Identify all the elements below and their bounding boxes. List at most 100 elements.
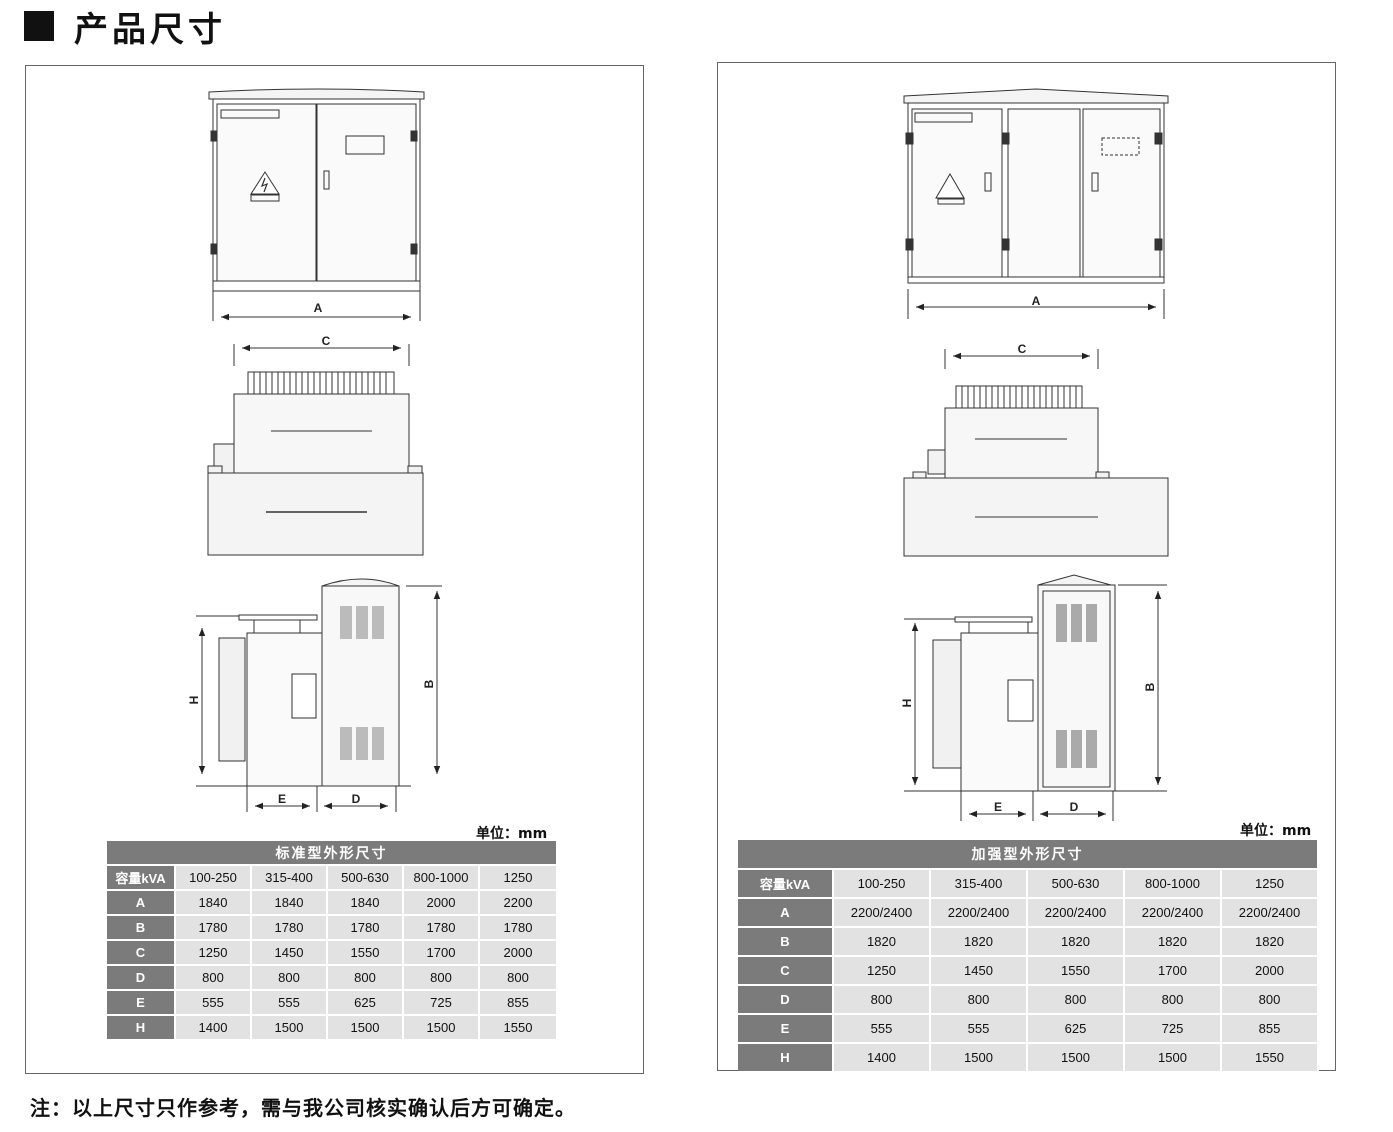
table-cell: 1780: [327, 915, 404, 941]
table-cell: 1820: [833, 927, 931, 957]
table-cell: 1500: [1124, 1043, 1222, 1073]
row-header: A: [107, 890, 176, 916]
table-cell: 1780: [403, 915, 480, 941]
column-header: 500-630: [1027, 869, 1125, 899]
column-header: 1250: [1221, 869, 1320, 899]
table-cell: 1840: [175, 890, 252, 916]
row-header: C: [107, 940, 176, 966]
table-cell: 555: [251, 990, 328, 1016]
dim-label-h: H: [187, 696, 201, 705]
row-header: A: [738, 898, 834, 928]
column-header: 315-400: [251, 865, 328, 891]
row-header: H: [738, 1043, 834, 1073]
column-header: 1250: [479, 865, 559, 891]
row-header: H: [107, 1015, 176, 1041]
table-cell: 800: [1027, 985, 1125, 1015]
table-cell: 1700: [1124, 956, 1222, 986]
table-cell: 1250: [833, 956, 931, 986]
standard-dimension-table: 标准型外形尺寸 容量kVA 100-250 315-400 500-630 80…: [107, 841, 559, 1041]
column-header: 800-1000: [403, 865, 480, 891]
title-square-icon: [24, 11, 54, 41]
table-cell: 1500: [930, 1043, 1028, 1073]
column-header: 容量kVA: [107, 865, 176, 891]
table-cell: 1780: [251, 915, 328, 941]
table-cell: 1820: [1027, 927, 1125, 957]
table-cell: 800: [175, 965, 252, 991]
row-header: D: [738, 985, 834, 1015]
reinforced-panel: A C: [717, 62, 1336, 1073]
table-row: A 1840 1840 1840 2000 2200: [107, 890, 559, 916]
table-row: D 800 800 800 800 800: [107, 965, 559, 991]
table-cell: 1500: [1027, 1043, 1125, 1073]
table-row: A 2200/2400 2200/2400 2200/2400 2200/240…: [738, 898, 1320, 928]
table-cell: 855: [1221, 1014, 1320, 1044]
table-row: B 1820 1820 1820 1820 1820: [738, 927, 1320, 957]
table-row: C 1250 1450 1550 1700 2000: [738, 956, 1320, 986]
table-cell: 800: [479, 965, 559, 991]
row-header: B: [738, 927, 834, 957]
table-cell: 1500: [327, 1015, 404, 1041]
table-cell: 1820: [1221, 927, 1320, 957]
table-cell: 1840: [327, 890, 404, 916]
table-row: H 1400 1500 1500 1500 1550: [107, 1015, 559, 1041]
table-cell: 2200/2400: [1221, 898, 1320, 928]
table-cell: 800: [1221, 985, 1320, 1015]
standard-table-title: 标准型外形尺寸: [107, 841, 559, 866]
table-cell: 725: [1124, 1014, 1222, 1044]
table-cell: 625: [327, 990, 404, 1016]
table-cell: 2000: [479, 940, 559, 966]
standard-drawing: A C: [187, 88, 442, 812]
dim-label-a: A: [1032, 294, 1041, 308]
section-title: 产品尺寸: [24, 6, 226, 50]
table-cell: 800: [327, 965, 404, 991]
dim-label-b: B: [422, 679, 436, 688]
page-title: 产品尺寸: [74, 9, 226, 50]
reinforced-dimension-table: 加强型外形尺寸 容量kVA 100-250 315-400 500-630 80…: [738, 840, 1320, 1073]
column-header: 500-630: [327, 865, 404, 891]
reinforced-table-title: 加强型外形尺寸: [738, 840, 1320, 870]
table-cell: 2200/2400: [930, 898, 1028, 928]
dim-label-c: C: [322, 334, 331, 348]
column-header: 800-1000: [1124, 869, 1222, 899]
dim-label-c: C: [1018, 342, 1027, 356]
table-row: B 1780 1780 1780 1780 1780: [107, 915, 559, 941]
table-cell: 625: [1027, 1014, 1125, 1044]
dim-label-d: D: [352, 792, 361, 806]
table-cell: 1400: [175, 1015, 252, 1041]
dim-label-b: B: [1143, 682, 1157, 691]
table-cell: 555: [175, 990, 252, 1016]
table-cell: 1820: [1124, 927, 1222, 957]
dim-label-d: D: [1070, 800, 1079, 814]
standard-panel: A C: [25, 65, 644, 1074]
table-row: H 1400 1500 1500 1500 1550: [738, 1043, 1320, 1073]
table-cell: 800: [930, 985, 1028, 1015]
column-header: 315-400: [930, 869, 1028, 899]
table-cell: 1550: [479, 1015, 559, 1041]
column-header: 容量kVA: [738, 869, 834, 899]
column-header: 100-250: [833, 869, 931, 899]
table-cell: 2200: [479, 890, 559, 916]
footnote: 注：以上尺寸只作参考，需与我公司核实确认后方可确定。: [30, 1096, 576, 1120]
dim-label-a: A: [314, 301, 323, 315]
table-cell: 1780: [175, 915, 252, 941]
table-cell: 855: [479, 990, 559, 1016]
table-cell: 2200/2400: [833, 898, 931, 928]
table-cell: 800: [833, 985, 931, 1015]
table-cell: 1500: [251, 1015, 328, 1041]
dim-label-e: E: [278, 792, 286, 806]
row-header: E: [738, 1014, 834, 1044]
table-cell: 1780: [479, 915, 559, 941]
reinforced-drawing: A C: [900, 88, 1169, 821]
table-cell: 800: [403, 965, 480, 991]
unit-label: 单位：mm: [1240, 823, 1312, 839]
table-cell: 555: [833, 1014, 931, 1044]
row-header: B: [107, 915, 176, 941]
table-cell: 1450: [251, 940, 328, 966]
table-cell: 800: [251, 965, 328, 991]
table-cell: 1550: [327, 940, 404, 966]
unit-label: 单位：mm: [476, 826, 548, 842]
table-row: C 1250 1450 1550 1700 2000: [107, 940, 559, 966]
table-cell: 1400: [833, 1043, 931, 1073]
column-header: 100-250: [175, 865, 252, 891]
table-cell: 1450: [930, 956, 1028, 986]
